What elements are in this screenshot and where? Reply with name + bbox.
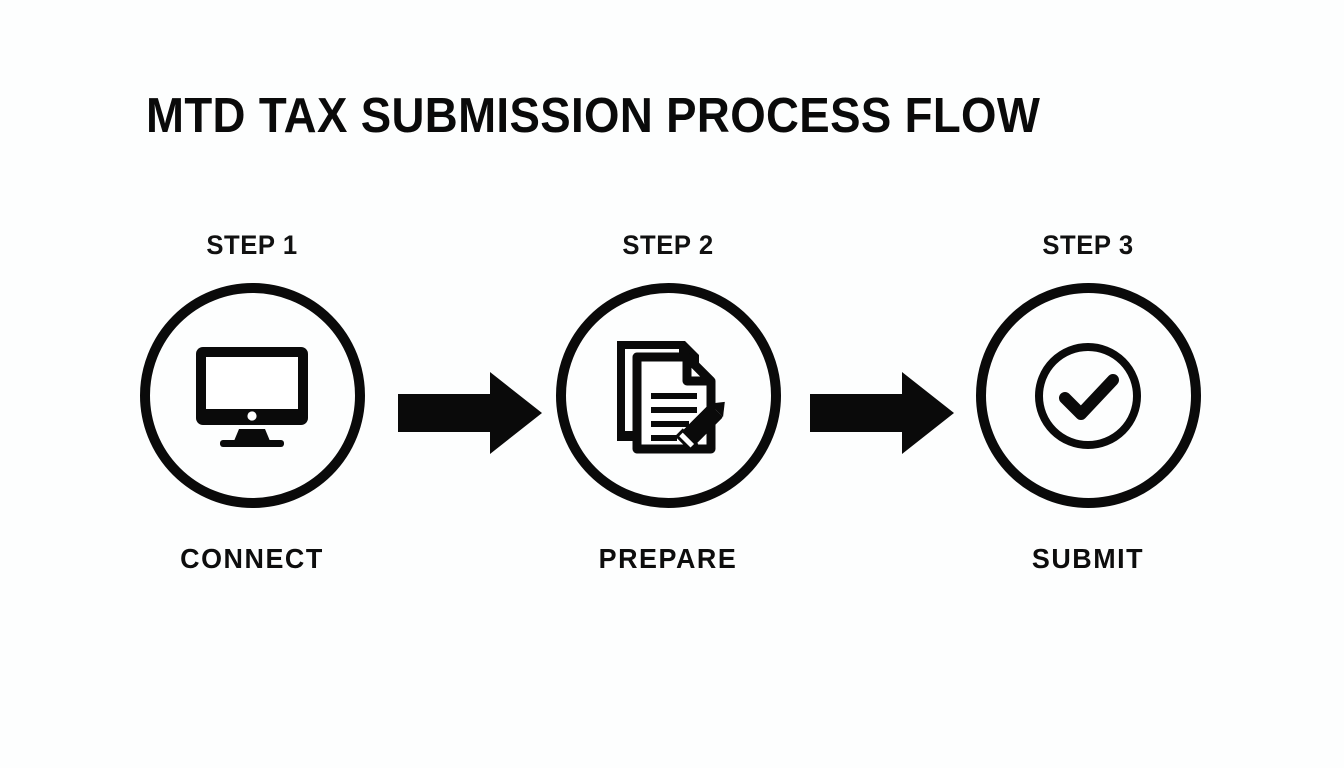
process-step-prepare: STEP 2 [508, 232, 828, 602]
step-1-circle [139, 283, 365, 508]
connector-arrow-2 [810, 372, 954, 454]
step-3-kicker: STEP 3 [1042, 230, 1134, 260]
process-step-submit: STEP 3 SUBMIT [928, 232, 1248, 602]
documents-with-pencil-icon [607, 335, 729, 457]
step-3-circle [975, 283, 1201, 508]
step-3-label: SUBMIT [1031, 543, 1145, 574]
step-1-label: CONNECT [180, 543, 324, 574]
desktop-monitor-icon [192, 343, 312, 449]
step-2-kicker: STEP 2 [622, 230, 714, 260]
process-flow-row: STEP 1 C [0, 232, 1344, 602]
step-2-label: PREPARE [598, 543, 738, 574]
check-circle-icon [1032, 340, 1144, 452]
connector-arrow-1 [398, 372, 542, 454]
process-step-connect: STEP 1 C [92, 232, 412, 602]
step-2-circle [555, 283, 781, 508]
arrow-right-icon [810, 372, 954, 454]
page-title: MTD TAX SUBMISSION PROCESS FLOW [146, 89, 1041, 143]
step-1-kicker: STEP 1 [206, 230, 298, 260]
arrow-right-icon [398, 372, 542, 454]
